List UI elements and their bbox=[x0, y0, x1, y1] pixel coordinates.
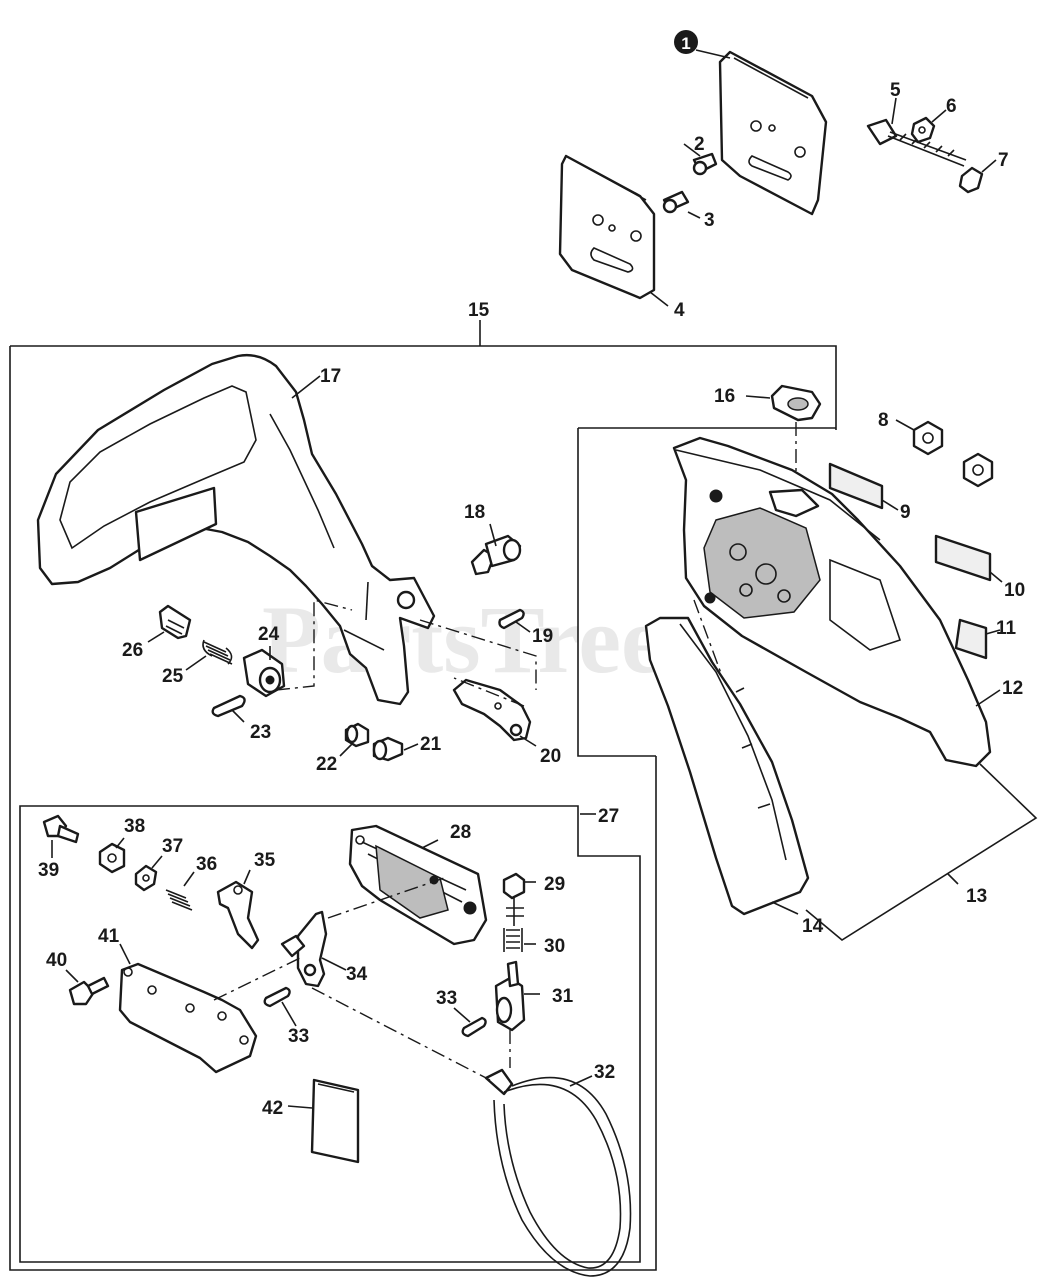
adjuster-nut-6[interactable] bbox=[910, 116, 936, 144]
nut-8b[interactable] bbox=[962, 452, 994, 488]
nut-38[interactable] bbox=[98, 842, 126, 874]
label-40: 40 bbox=[46, 950, 67, 971]
label-11[interactable] bbox=[954, 618, 988, 660]
label-10: 10 bbox=[1004, 580, 1025, 601]
spring-25[interactable] bbox=[202, 639, 233, 665]
label-41: 41 bbox=[98, 926, 120, 947]
knob-24[interactable] bbox=[242, 648, 286, 698]
bolt-3[interactable] bbox=[662, 190, 690, 214]
label-20: 20 bbox=[540, 746, 561, 767]
pin-23[interactable] bbox=[211, 694, 246, 718]
svg-text:1: 1 bbox=[681, 34, 690, 53]
arm-35[interactable] bbox=[216, 880, 260, 950]
label-22: 22 bbox=[316, 754, 337, 775]
label-6: 6 bbox=[946, 96, 957, 117]
spring-36[interactable] bbox=[165, 889, 193, 911]
band-connector-31[interactable] bbox=[494, 960, 526, 1032]
pin-19[interactable] bbox=[498, 608, 525, 630]
label-14: 14 bbox=[802, 916, 824, 937]
pin-33b[interactable] bbox=[263, 986, 291, 1008]
spring-30[interactable] bbox=[503, 928, 523, 952]
label-10[interactable] bbox=[934, 534, 992, 582]
clutch-cover-12[interactable] bbox=[672, 436, 992, 768]
guide-plate-outer[interactable] bbox=[718, 50, 828, 216]
label-2: 2 bbox=[694, 134, 705, 155]
bolt-18[interactable] bbox=[470, 534, 522, 576]
label-23: 23 bbox=[250, 722, 271, 743]
cover-plate-41[interactable] bbox=[118, 962, 258, 1074]
label-34: 34 bbox=[346, 964, 368, 985]
brake-lever-34[interactable] bbox=[280, 910, 328, 988]
label-13: 13 bbox=[966, 886, 987, 907]
collar-22[interactable] bbox=[344, 722, 370, 748]
hand-guard-17[interactable] bbox=[36, 353, 436, 706]
brake-housing-28[interactable] bbox=[348, 824, 488, 946]
nut-8a[interactable] bbox=[912, 420, 944, 456]
bolt-29[interactable] bbox=[502, 872, 526, 900]
label-24: 24 bbox=[258, 624, 280, 645]
label-12: 12 bbox=[1002, 678, 1023, 699]
chain-adjuster-screw[interactable] bbox=[866, 118, 967, 167]
lever-20[interactable] bbox=[452, 678, 532, 742]
label-17: 17 bbox=[320, 366, 341, 387]
label-8: 8 bbox=[878, 410, 889, 431]
label-7: 7 bbox=[998, 150, 1009, 171]
label-42: 42 bbox=[262, 1098, 283, 1119]
adjuster-cap-7[interactable] bbox=[958, 166, 984, 194]
label-33a: 33 bbox=[436, 988, 457, 1009]
label-9[interactable] bbox=[828, 462, 884, 510]
label-25: 25 bbox=[162, 666, 184, 687]
label-32: 32 bbox=[594, 1062, 615, 1083]
collar-21[interactable] bbox=[372, 736, 404, 762]
label-15: 15 bbox=[468, 300, 490, 321]
callout-1: 1 bbox=[674, 30, 698, 54]
label-36: 36 bbox=[196, 854, 217, 875]
label-21: 21 bbox=[420, 734, 442, 755]
bolt-2[interactable] bbox=[692, 152, 718, 176]
guard-plate-14[interactable] bbox=[644, 616, 810, 916]
label-18: 18 bbox=[464, 502, 485, 523]
label-33b: 33 bbox=[288, 1026, 309, 1047]
label-37: 37 bbox=[162, 836, 183, 857]
label-35: 35 bbox=[254, 850, 276, 871]
label-27: 27 bbox=[598, 806, 619, 827]
guide-plate-inner[interactable] bbox=[558, 154, 656, 300]
label-39: 39 bbox=[38, 860, 59, 881]
label-38: 38 bbox=[124, 816, 145, 837]
label-4: 4 bbox=[674, 300, 685, 321]
label-9: 9 bbox=[900, 502, 911, 523]
label-16: 16 bbox=[714, 386, 735, 407]
cap-16[interactable] bbox=[770, 384, 822, 422]
label-30: 30 bbox=[544, 936, 565, 957]
label-5: 5 bbox=[890, 80, 901, 101]
plunger-26[interactable] bbox=[158, 604, 192, 640]
label-28: 28 bbox=[450, 822, 471, 843]
label-19: 19 bbox=[532, 626, 553, 647]
bolt-40[interactable] bbox=[68, 976, 110, 1006]
label-3: 3 bbox=[704, 210, 715, 231]
label-26: 26 bbox=[122, 640, 143, 661]
label-29: 29 bbox=[544, 874, 565, 895]
label-31: 31 bbox=[552, 986, 574, 1007]
bolt-39[interactable] bbox=[42, 814, 80, 844]
brake-band-32[interactable] bbox=[484, 1068, 632, 1277]
label-11: 11 bbox=[996, 618, 1017, 639]
label-42[interactable] bbox=[310, 1078, 360, 1164]
washer-37[interactable] bbox=[134, 864, 158, 892]
pin-33a[interactable] bbox=[461, 1016, 487, 1038]
